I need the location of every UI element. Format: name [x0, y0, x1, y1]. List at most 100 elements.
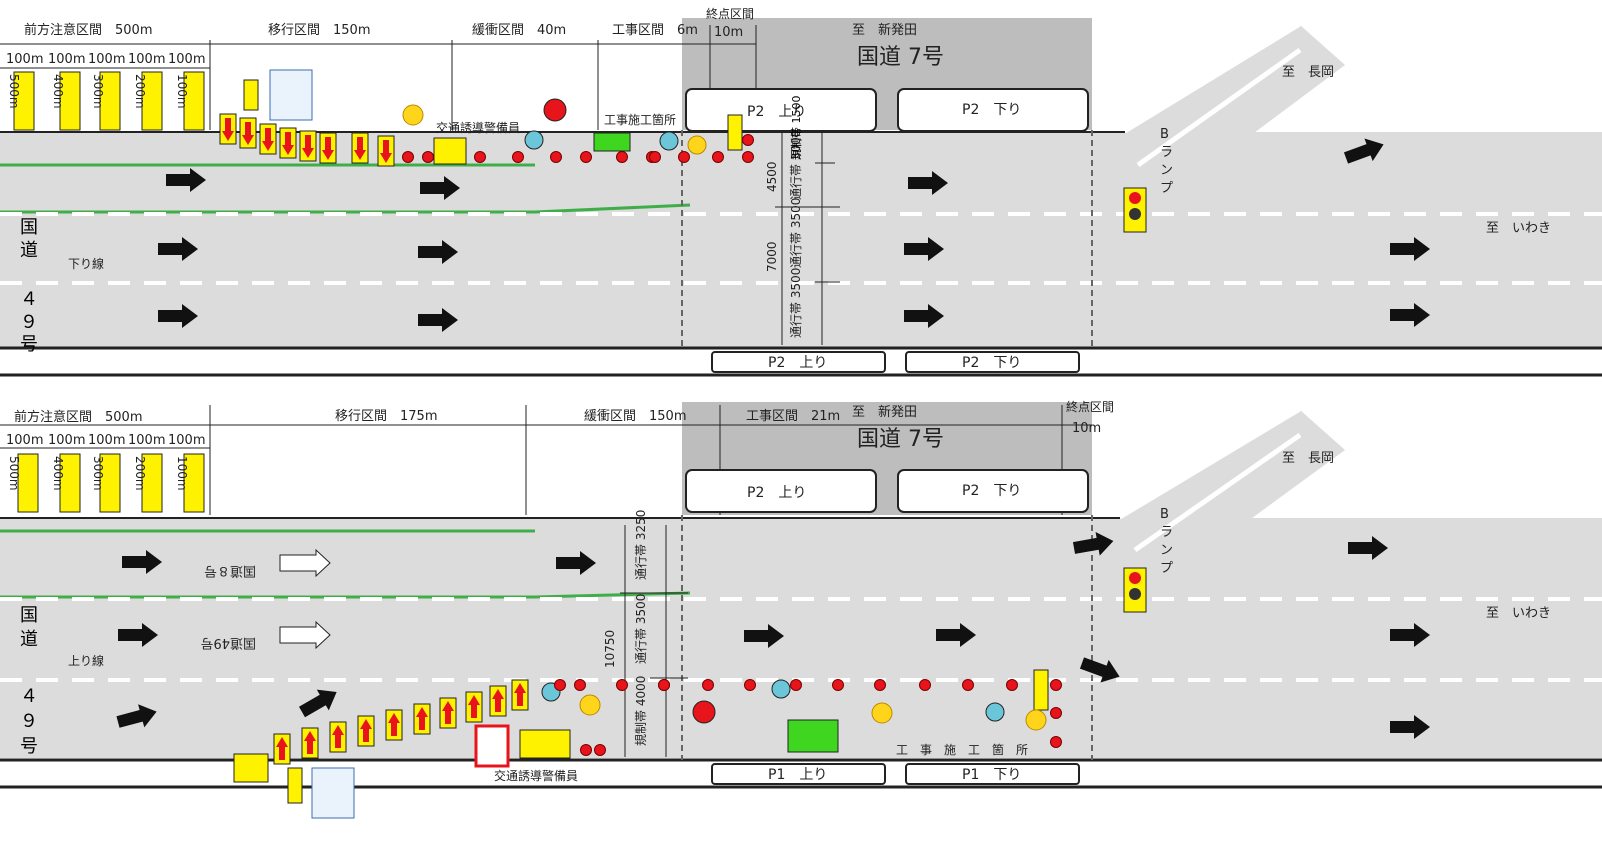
red-arrow-icon	[282, 132, 294, 155]
top-section-end: 終点区間	[706, 6, 754, 21]
hollow-arrow-icon	[279, 548, 331, 578]
cone-icon	[1006, 679, 1018, 691]
traffic-arrow-icon	[744, 624, 784, 648]
red-arrow-icon	[354, 137, 366, 160]
top-green-line-2	[0, 203, 691, 214]
bottom-pier-p2-up	[685, 469, 877, 513]
top-spacing-4: 100m	[128, 52, 165, 67]
sign-icon	[99, 71, 121, 131]
top-sign-icon	[727, 114, 743, 151]
bottom-pier-p1-down	[905, 763, 1080, 785]
red-arrow-icon	[322, 137, 334, 160]
bottom-section-end-len: 10m	[1072, 421, 1101, 436]
red-arrow-icon	[360, 719, 372, 742]
bottom-route7: 国道 7号	[857, 427, 944, 452]
bottom-p1-up-label: P1 上り	[768, 767, 827, 783]
traffic-arrow-icon	[1390, 715, 1430, 739]
bottom-advance-signs: 500m 400m 300m 200m 100m	[7, 453, 205, 513]
bottom-dim-lane1: 通行帯 3250	[634, 510, 648, 580]
top-ramp-line	[1136, 47, 1302, 168]
bottom-warning-light-icon	[871, 702, 893, 724]
cone-icon	[790, 679, 802, 691]
bottom-to-iwaki: 至 いわき	[1486, 606, 1551, 621]
bottom-arrow-board	[519, 729, 571, 759]
cone-icon	[474, 151, 486, 163]
red-arrow-icon	[514, 683, 526, 706]
traffic-arrow-icon	[1390, 237, 1430, 261]
bottom-b-ramp-3: ン	[1160, 543, 1173, 558]
top-sign-dist-3: 300m	[91, 74, 105, 109]
bottom-mirrored-route8: 国道８号	[204, 563, 256, 578]
top-section-transition: 移行区間 150m	[268, 23, 370, 38]
top-bottom-pier-up	[711, 351, 886, 373]
sign-icon	[17, 453, 39, 513]
top-section-buffer: 緩衝区間 40m	[472, 23, 566, 38]
red-arrow-icon	[380, 140, 392, 163]
cone-icon	[742, 134, 754, 146]
bottom-signal-red-light	[1129, 572, 1141, 584]
sign-icon	[141, 71, 163, 131]
bottom-mirrored-route49-text: 国道49号	[200, 635, 256, 650]
top-route49-3: ４	[20, 289, 38, 310]
bottom-section-work: 工事区間 21m	[746, 409, 840, 424]
top-to-shinhotsuda: 至 新発田	[852, 22, 917, 38]
sign-icon	[13, 71, 35, 131]
top-guard-signal-icon	[543, 98, 567, 122]
top-route7: 国道 7号	[857, 45, 944, 70]
bottom-spacing-5: 100m	[168, 433, 205, 448]
top-dim-restrict: 規制帯 1500	[789, 96, 803, 161]
bottom-warning-light-icon	[579, 694, 601, 716]
top-dim-total2: 7000	[765, 241, 779, 272]
sign-icon	[141, 453, 163, 513]
top-guard-icon	[659, 131, 679, 151]
bottom-route49-1: 国	[20, 605, 38, 626]
bottom-sign-dist-3: 300m	[91, 456, 105, 491]
red-arrow-icon	[222, 118, 234, 141]
bottom-guard-icon	[985, 702, 1005, 722]
bottom-route49-5: 号	[20, 736, 38, 757]
top-bottom-p2-up: P2 上り	[768, 355, 827, 371]
bottom-spacing-3: 100m	[88, 433, 125, 448]
top-warning-light-icon	[687, 135, 707, 155]
top-sign-dist-1: 500m	[7, 74, 21, 109]
traffic-arrow-icon	[1390, 303, 1430, 327]
top-section-end-len: 10m	[714, 25, 743, 40]
red-arrow-icon	[388, 713, 400, 736]
hollow-arrow-icon	[279, 620, 331, 650]
bottom-dim-lane2: 通行帯 3500	[634, 594, 648, 664]
top-b-ramp-1: B	[1160, 127, 1169, 142]
cone-icon	[574, 679, 586, 691]
top-ramp-edge	[1124, 23, 1301, 134]
bottom-work-site-label: 工 事 施 工 箇 所	[896, 743, 1028, 757]
traffic-arrow-icon	[1079, 657, 1120, 683]
top-bottom-pier-down	[905, 351, 1080, 373]
red-arrow-icon	[302, 135, 314, 158]
bottom-ramp-line	[1133, 432, 1302, 553]
red-arrow-icon	[442, 701, 454, 724]
cone-icon	[712, 151, 724, 163]
bottom-mirrored-route8-text: 国道８号	[204, 563, 256, 578]
cone-icon	[550, 151, 562, 163]
top-spacing-2: 100m	[48, 52, 85, 67]
cone-icon	[874, 679, 886, 691]
top-bottom-p2-down: P2 下り	[962, 355, 1021, 371]
bottom-green-line-2	[0, 591, 691, 599]
bottom-pier-p2-down	[897, 469, 1089, 513]
traffic-arrow-icon	[158, 237, 198, 261]
traffic-arrow-icon	[908, 171, 948, 195]
bottom-guard-label: 交通誘導警備員	[494, 768, 578, 783]
bottom-section-transition: 移行区間 175m	[335, 409, 437, 424]
traffic-arrow-icon	[158, 304, 198, 328]
top-guard-label: 交通誘導警備員	[436, 120, 520, 135]
cone-icon	[1050, 679, 1062, 691]
bottom-p1-down-label: P1 下り	[962, 767, 1021, 783]
red-arrow-icon	[262, 128, 274, 151]
cone-icon	[616, 679, 628, 691]
traffic-arrow-icon	[904, 304, 944, 328]
red-arrow-icon	[276, 737, 288, 760]
top-to-nagaoka: 至 長岡	[1282, 65, 1334, 80]
bottom-mirrored-route49: 国道49号	[200, 635, 256, 650]
top-p2-down-label: P2 下り	[962, 102, 1021, 118]
bottom-spacing-4: 100m	[128, 433, 165, 448]
top-arrow-board	[433, 137, 467, 165]
